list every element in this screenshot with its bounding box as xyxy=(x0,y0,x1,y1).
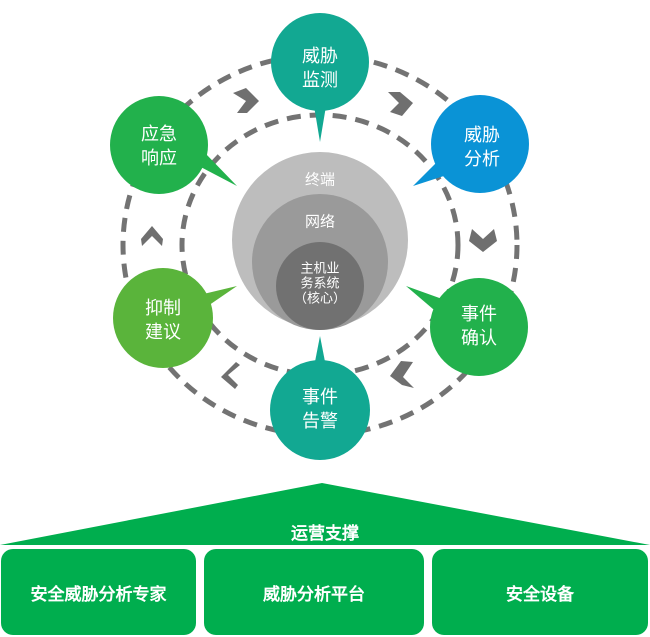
svg-text:监测: 监测 xyxy=(302,70,338,91)
svg-text:威胁: 威胁 xyxy=(464,125,500,146)
svg-text:告警: 告警 xyxy=(302,411,338,432)
support-roof-label: 运营支撑 xyxy=(291,524,359,544)
svg-text:应急: 应急 xyxy=(141,124,177,145)
layer-core-label-line3: （核心） xyxy=(294,292,346,307)
svg-text:分析: 分析 xyxy=(464,149,500,170)
support-pillar-devices: 安全设备 xyxy=(432,549,648,635)
cycle-step-threat-monitoring: 威胁 监测 xyxy=(271,13,369,142)
support-pillar-platform: 威胁分析平台 xyxy=(204,549,424,635)
chevron-left-icon xyxy=(221,362,240,389)
svg-text:建议: 建议 xyxy=(145,322,181,343)
layer-core-label-line1: 主机业 xyxy=(300,262,339,277)
support-pillar-experts: 安全威胁分析专家 xyxy=(1,549,196,635)
chevron-up-icon xyxy=(141,226,163,246)
cycle-step-emergency-response: 应急 响应 xyxy=(110,96,237,194)
chevron-right-icon xyxy=(388,92,413,116)
cycle-step-event-alert: 事件 告警 xyxy=(270,336,370,460)
svg-text:事件: 事件 xyxy=(302,387,338,408)
layer-endpoint-label: 终端 xyxy=(305,171,335,189)
layer-network-label: 网络 xyxy=(305,213,335,231)
layer-core-label-line2: 务系统 xyxy=(300,276,339,292)
cycle-step-containment-advice: 抑制 建议 xyxy=(113,268,237,368)
svg-text:确认: 确认 xyxy=(461,328,497,349)
support-roof xyxy=(0,483,650,545)
svg-text:威胁: 威胁 xyxy=(302,46,338,67)
svg-text:响应: 响应 xyxy=(141,148,177,169)
chevron-down-icon xyxy=(469,229,497,252)
cycle-step-event-confirmation: 事件 确认 xyxy=(406,278,528,376)
chevron-left-icon xyxy=(390,361,414,388)
cycle-step-threat-analysis: 威胁 分析 xyxy=(413,95,529,193)
layer-core xyxy=(276,242,364,330)
chevron-right-icon xyxy=(233,88,259,113)
svg-text:事件: 事件 xyxy=(461,304,497,325)
svg-text:抑制: 抑制 xyxy=(145,298,181,319)
